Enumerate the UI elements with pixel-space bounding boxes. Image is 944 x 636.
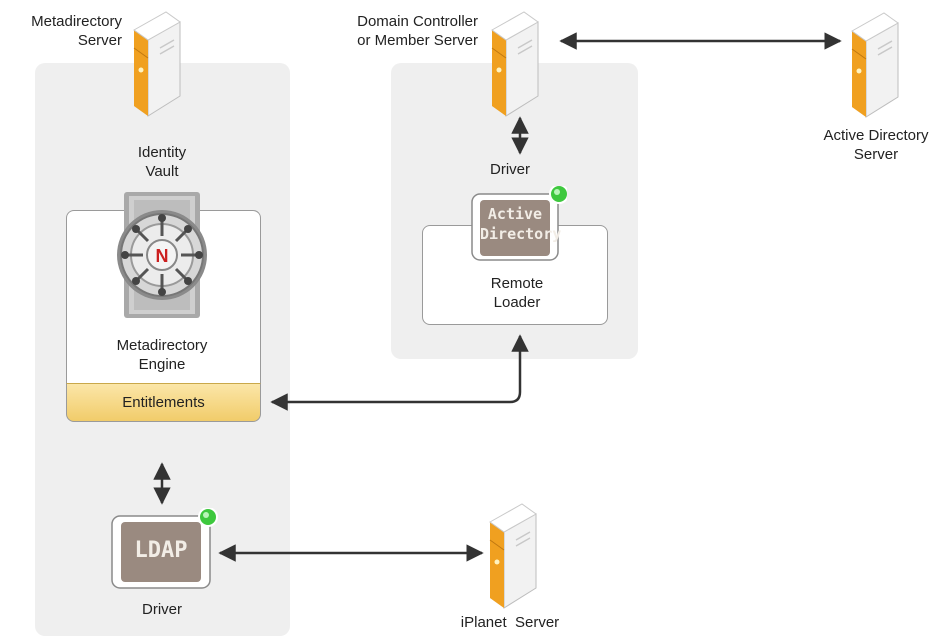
ad-icon-line2: Directory xyxy=(480,225,562,243)
identity-vault-icon: N xyxy=(117,192,207,318)
ldap-icon-text: LDAP xyxy=(134,538,188,563)
ad-driver-label: Driver xyxy=(490,161,530,178)
vault-logo-letter: N xyxy=(156,246,169,266)
ldap-driver-label: Driver xyxy=(142,601,182,618)
active-directory-driver-icon: Active Directory xyxy=(471,186,567,262)
ad-icon-line1: Active xyxy=(487,205,543,223)
domain-controller-icon xyxy=(491,11,539,117)
remote-loader-label: Remote Loader xyxy=(490,275,544,311)
ldap-driver-icon: LDAP xyxy=(111,508,221,590)
domain-controller-label: Domain Controller or Member Server xyxy=(357,13,478,49)
metadirectory-engine-label: Metadirectory Engine xyxy=(116,337,208,373)
iplanet-server-icon xyxy=(489,503,537,609)
active-directory-server-label: Active Directory Server xyxy=(823,127,929,163)
metadirectory-server-label: Metadirectory Server xyxy=(31,13,122,49)
active-directory-server-icon xyxy=(851,12,899,118)
identity-vault-label: Identity Vault xyxy=(137,144,187,180)
metadirectory-server-icon xyxy=(133,11,181,117)
arrow-remote-loader-to-entitlements xyxy=(270,334,529,411)
entitlements-bar: Entitlements xyxy=(66,383,261,422)
iplanet-server-label: iPlanet Server xyxy=(460,614,560,631)
